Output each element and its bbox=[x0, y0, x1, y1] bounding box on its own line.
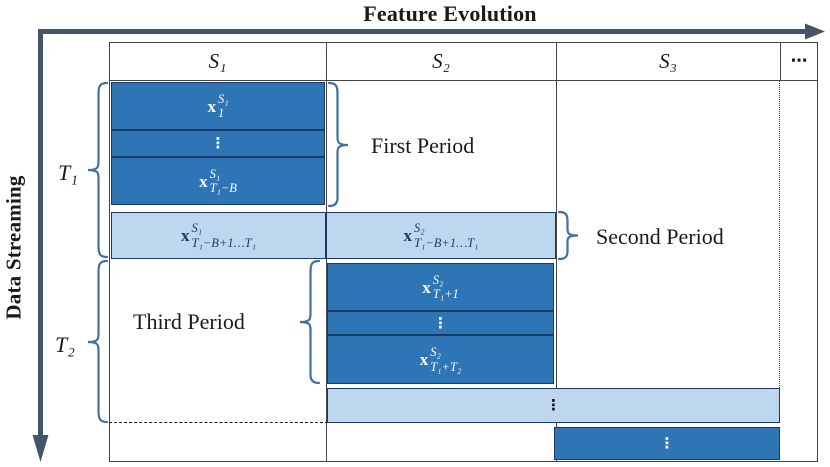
feature-evolution-arrowhead bbox=[805, 23, 825, 40]
bridge-ellipsis-row: ⋮ bbox=[327, 388, 780, 423]
second-period-brace bbox=[557, 210, 579, 261]
dotted-column-line bbox=[779, 81, 780, 388]
column-divider-s3-more bbox=[780, 42, 781, 80]
s3-ellipsis-glyph: ⋮ bbox=[659, 434, 675, 452]
col-header-s3: S₃ bbox=[659, 48, 677, 73]
col-header-s1: S₁ bbox=[208, 48, 227, 73]
data-streaming-arrowhead bbox=[32, 435, 49, 462]
s2-ellipsis-glyph: ⋮ bbox=[433, 313, 448, 332]
first-period-brace bbox=[327, 81, 349, 208]
third-period-brace bbox=[299, 259, 321, 385]
t1-bracket-label: T₁ bbox=[58, 160, 78, 185]
feature-evolution-axis-label: Feature Evolution bbox=[363, 1, 537, 26]
t1-brace bbox=[87, 81, 109, 259]
block-s1-ellipsis: ⋮ bbox=[111, 130, 325, 157]
s3-ellipsis-block: ⋮ bbox=[554, 427, 780, 460]
bridge-ellipsis-glyph: ⋮ bbox=[546, 396, 561, 414]
dashed-period-line bbox=[109, 422, 328, 423]
column-divider-s2-s3 bbox=[556, 42, 557, 462]
first-period-label: First Period bbox=[371, 133, 475, 158]
col-header-more: ⋯ bbox=[790, 51, 808, 71]
t2-brace bbox=[87, 259, 109, 424]
header-divider-line bbox=[109, 79, 818, 81]
second-period-label: Second Period bbox=[596, 224, 724, 249]
table-border bbox=[109, 42, 818, 462]
col-header-s2: S₂ bbox=[432, 48, 450, 73]
block-s2-ellipsis: ⋮ bbox=[327, 311, 554, 335]
third-period-label: Third Period bbox=[133, 309, 245, 334]
s1-ellipsis-glyph: ⋮ bbox=[210, 134, 226, 152]
t2-bracket-label: T₂ bbox=[55, 332, 75, 357]
